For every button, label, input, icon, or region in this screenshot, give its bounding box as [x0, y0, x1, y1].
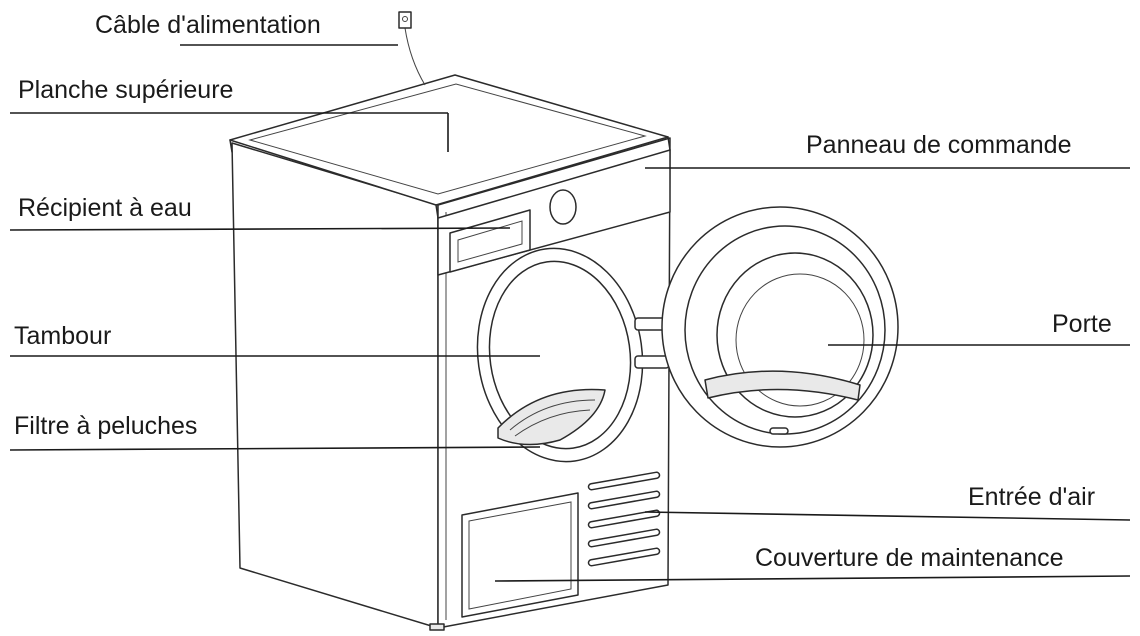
label-door: Porte	[1052, 310, 1112, 338]
leader-air-inlet	[644, 511, 1131, 521]
dryer-foot	[429, 623, 445, 631]
leader-maintenance-cover	[494, 575, 1131, 582]
label-drum: Tambour	[14, 322, 112, 350]
label-top-board: Planche supérieure	[18, 76, 234, 104]
label-power-cable: Câble d'alimentation	[95, 11, 321, 39]
air-inlet-vents	[587, 471, 661, 567]
open-door	[661, 206, 899, 448]
dryer-side-panel	[231, 142, 439, 629]
door-hinge-bottom	[634, 355, 670, 369]
label-lint-filter: Filtre à peluches	[14, 412, 198, 440]
label-water-container: Récipient à eau	[18, 194, 192, 222]
control-knob	[549, 189, 577, 225]
label-maintenance-cover: Couverture de maintenance	[755, 544, 1064, 572]
leader-water-container	[9, 227, 511, 231]
water-container-drawer	[449, 209, 531, 273]
label-control-panel: Panneau de commande	[806, 131, 1072, 159]
leader-lint-filter	[9, 446, 541, 451]
power-cable	[404, 27, 426, 86]
maintenance-cover	[461, 492, 579, 618]
label-air-inlet: Entrée d'air	[968, 483, 1096, 511]
power-plug-icon	[398, 11, 412, 29]
